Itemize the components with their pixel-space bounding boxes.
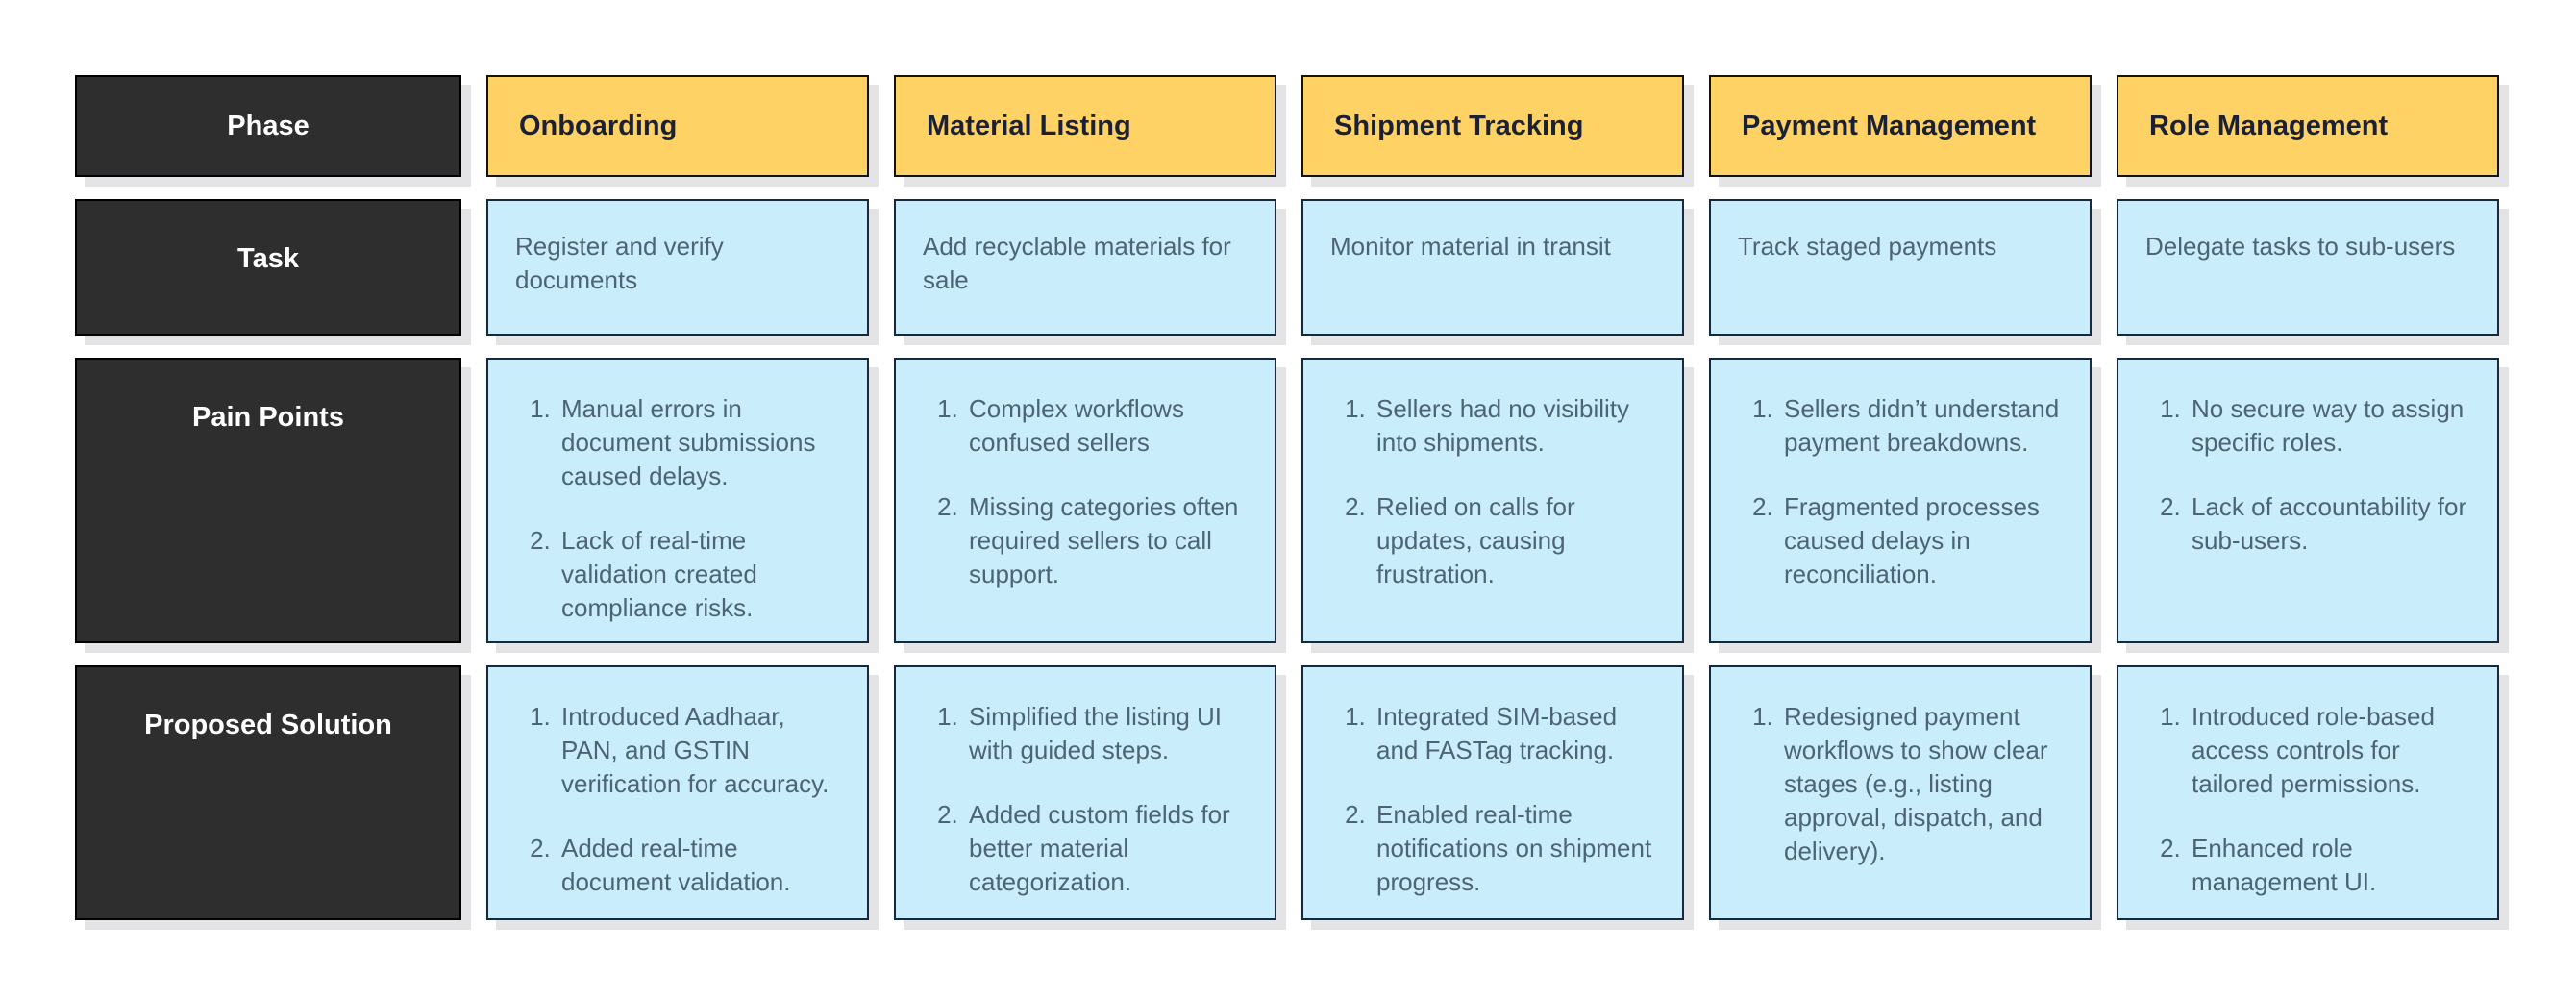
task-text: Add recyclable materials for sale [923,232,1231,294]
task-cell-role-management: Delegate tasks to sub-users [2117,199,2499,336]
phase-header-text: Shipment Tracking [1334,110,1584,141]
solution-item: Introduced Aadhaar, PAN, and GSTIN verif… [557,700,846,801]
phase-header-payment-management: Payment Management [1709,75,2092,177]
solution-item: Enhanced role management UI. [2188,832,2476,899]
row-label-phase: Phase [75,75,461,177]
solution-item: Redesigned payment workflows to show cle… [1780,700,2068,868]
row-label-proposed-solution: Proposed Solution [75,665,461,920]
task-text: Monitor material in transit [1330,232,1611,261]
pain-points-cell-material-listing: Complex workflows confused sellers Missi… [894,358,1276,643]
solution-list: Integrated SIM-based and FASTag tracking… [1303,667,1682,899]
task-cell-shipment-tracking: Monitor material in transit [1301,199,1684,336]
pain-points-cell-role-management: No secure way to assign specific roles. … [2117,358,2499,643]
pain-point-item: Sellers had no visibility into shipments… [1373,392,1661,460]
solution-cell-role-management: Introduced role-based access controls fo… [2117,665,2499,920]
solution-item: Simplified the listing UI with guided st… [965,700,1253,767]
phase-header-material-listing: Material Listing [894,75,1276,177]
solution-list: Redesigned payment workflows to show cle… [1711,667,2090,868]
task-cell-payment-management: Track staged payments [1709,199,2092,336]
phase-header-text: Material Listing [927,110,1131,141]
pain-point-item: Lack of accountability for sub-users. [2188,490,2476,558]
solution-list: Simplified the listing UI with guided st… [896,667,1275,899]
pain-points-cell-onboarding: Manual errors in document submissions ca… [486,358,869,643]
task-text: Delegate tasks to sub-users [2145,232,2456,261]
solution-cell-shipment-tracking: Integrated SIM-based and FASTag tracking… [1301,665,1684,920]
task-text: Track staged payments [1738,232,1997,261]
solution-item: Enabled real-time notifications on shipm… [1373,798,1661,899]
pain-points-cell-payment-management: Sellers didn’t understand payment breakd… [1709,358,2092,643]
pain-point-item: Fragmented processes caused delays in re… [1780,490,2068,591]
journey-map-table: Phase Onboarding Material Listing Shipme… [75,75,2499,920]
row-label-task: Task [75,199,461,336]
phase-header-text: Payment Management [1742,110,2037,141]
task-text: Register and verify documents [515,232,724,294]
solution-cell-material-listing: Simplified the listing UI with guided st… [894,665,1276,920]
pain-point-item: Relied on calls for updates, causing fru… [1373,490,1661,591]
solution-item: Introduced role-based access controls fo… [2188,700,2476,801]
pain-points-list: Complex workflows confused sellers Missi… [896,360,1275,591]
task-cell-onboarding: Register and verify documents [486,199,869,336]
row-label-pain-points-text: Pain Points [192,402,344,433]
pain-point-item: Missing categories often required seller… [965,490,1253,591]
pain-points-list: Sellers didn’t understand payment breakd… [1711,360,2090,591]
pain-point-item: Complex workflows confused sellers [965,392,1253,460]
solution-list: Introduced role-based access controls fo… [2118,667,2497,899]
pain-point-item: No secure way to assign specific roles. [2188,392,2476,460]
phase-header-shipment-tracking: Shipment Tracking [1301,75,1684,177]
pain-points-cell-shipment-tracking: Sellers had no visibility into shipments… [1301,358,1684,643]
pain-points-list: No secure way to assign specific roles. … [2118,360,2497,558]
pain-points-list: Manual errors in document submissions ca… [488,360,867,625]
solution-cell-payment-management: Redesigned payment workflows to show cle… [1709,665,2092,920]
phase-header-text: Onboarding [519,110,678,141]
pain-point-item: Sellers didn’t understand payment breakd… [1780,392,2068,460]
pain-points-list: Sellers had no visibility into shipments… [1303,360,1682,591]
solution-list: Introduced Aadhaar, PAN, and GSTIN verif… [488,667,867,899]
pain-point-item: Manual errors in document submissions ca… [557,392,846,493]
task-cell-material-listing: Add recyclable materials for sale [894,199,1276,336]
phase-header-role-management: Role Management [2117,75,2499,177]
row-label-task-text: Task [237,243,299,274]
row-label-proposed-solution-text: Proposed Solution [144,710,392,740]
pain-point-item: Lack of real-time validation created com… [557,524,846,625]
phase-header-text: Role Management [2149,110,2389,141]
phase-header-onboarding: Onboarding [486,75,869,177]
row-label-pain-points: Pain Points [75,358,461,643]
solution-item: Integrated SIM-based and FASTag tracking… [1373,700,1661,767]
solution-item: Added custom fields for better material … [965,798,1253,899]
solution-item: Added real-time document validation. [557,832,846,899]
solution-cell-onboarding: Introduced Aadhaar, PAN, and GSTIN verif… [486,665,869,920]
row-label-phase-text: Phase [227,110,310,141]
